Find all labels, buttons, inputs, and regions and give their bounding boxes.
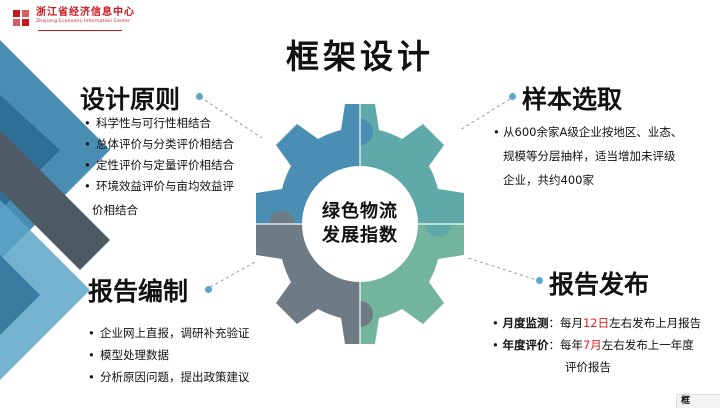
design-principles-list: 科学性与可行性相结合 总体评价与分类评价相结合 定性评价与定量评价相结合 环境效… xyxy=(84,113,264,197)
release-annual-row: • 年度评价：每年7月左右发布上一年度 xyxy=(492,337,694,353)
list-item: 环境效益评价与亩均效益评 xyxy=(84,176,264,197)
sample-text-line3: 企业，共约400家 xyxy=(493,168,715,192)
design-principles-continuation: 价相结合 xyxy=(92,198,138,222)
report-release-heading: 报告发布 xyxy=(549,265,649,301)
list-item: 分析原因问题，提出政策建议 xyxy=(88,366,298,388)
release-annual-pre: ：每年 xyxy=(548,338,583,352)
release-annual-label: 年度评价 xyxy=(502,338,548,352)
report-compile-heading: 报告编制 xyxy=(88,272,188,308)
list-item: 模型处理数据 xyxy=(88,344,298,366)
list-item: 定性评价与定量评价相结合 xyxy=(84,155,264,176)
sample-selection-heading: 样本选取 xyxy=(522,80,622,116)
release-annual-post: 左右发布上一年度 xyxy=(602,338,694,352)
report-compile-dot xyxy=(205,286,212,293)
corner-label: 框 xyxy=(676,394,720,408)
release-monthly-pre: ：每月 xyxy=(548,316,583,330)
release-monthly-post: 左右发布上月报告 xyxy=(609,316,701,330)
release-annual-continuation: 评价报告 xyxy=(565,359,611,375)
release-annual-month: 7月 xyxy=(583,338,602,352)
release-monthly-day: 12日 xyxy=(583,316,609,330)
list-item: 科学性与可行性相结合 xyxy=(84,113,264,134)
report-compile-list: 企业网上直报，调研补充验证 模型处理数据 分析原因问题，提出政策建议 xyxy=(88,322,298,388)
release-monthly-row: • 月度监测：每月12日左右发布上月报告 xyxy=(492,315,701,331)
sample-selection-text: •从600余家A级企业按地区、业态、 规模等分层抽样，适当增加未评级 企业，共约… xyxy=(493,120,715,192)
sample-text-line1: 从600余家A级企业按地区、业态、 xyxy=(503,125,682,139)
design-principles-heading: 设计原则 xyxy=(80,80,180,116)
report-release-dot xyxy=(536,277,543,284)
sample-selection-dot xyxy=(509,93,516,100)
sample-text-line2: 规模等分层抽样，适当增加未评级 xyxy=(493,144,715,168)
list-item: 总体评价与分类评价相结合 xyxy=(84,134,264,155)
list-item: 企业网上直报，调研补充验证 xyxy=(88,322,298,344)
release-monthly-label: 月度监测 xyxy=(502,316,548,330)
design-principles-dot xyxy=(196,93,203,100)
